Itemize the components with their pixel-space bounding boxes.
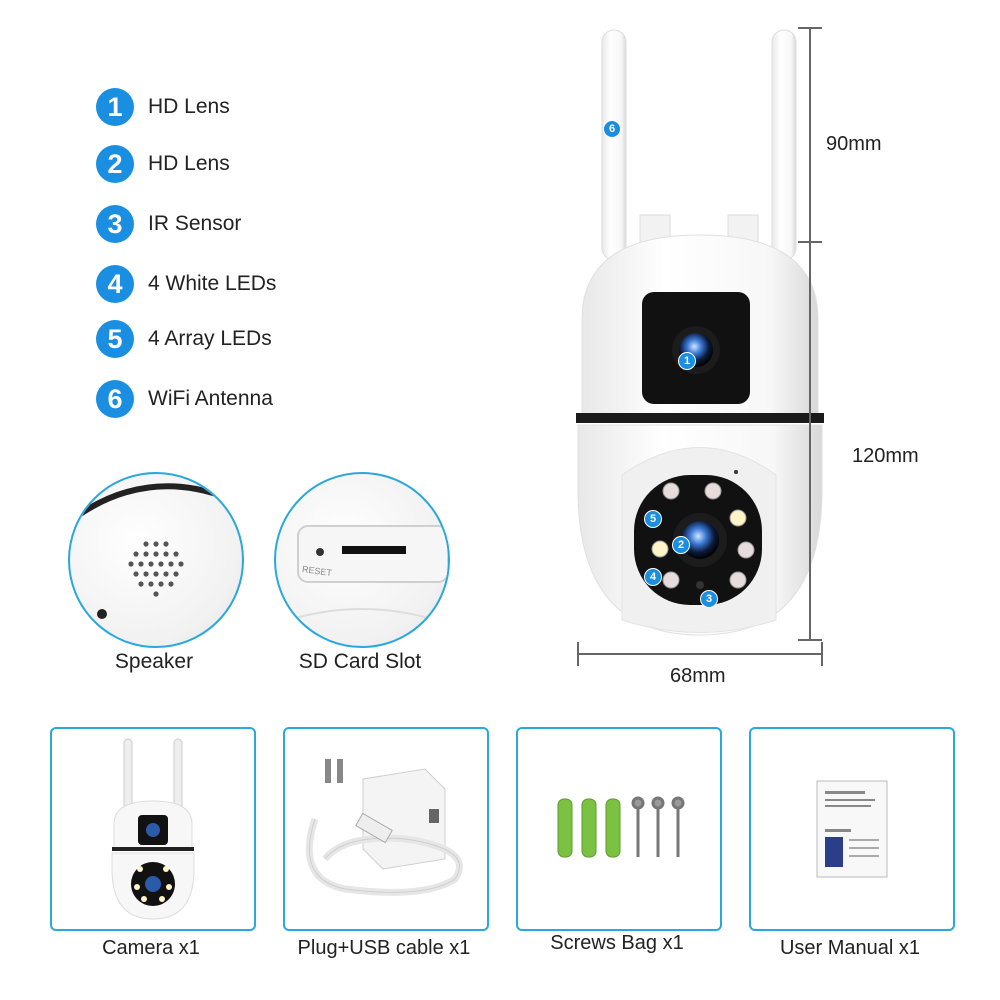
sd-card-slot-detail-image: RESET <box>274 472 450 648</box>
callout-bottom-lens-badge: 2 <box>672 536 690 554</box>
feature-label: HD Lens <box>148 152 230 175</box>
feature-item: 2 HD Lens <box>96 142 230 186</box>
antenna-height-label: 90mm <box>826 133 882 155</box>
speaker-grille-icon <box>78 483 242 619</box>
feature-number-badge: 5 <box>96 320 134 358</box>
feature-label: WiFi Antenna <box>148 387 273 410</box>
feature-item: 5 4 Array LEDs <box>96 317 272 361</box>
package-manual-box <box>749 727 955 931</box>
package-plug-box <box>283 727 489 931</box>
feature-number-badge: 2 <box>96 145 134 183</box>
feature-number-badge: 6 <box>96 380 134 418</box>
speaker-detail-image <box>68 472 244 648</box>
feature-item: 4 4 White LEDs <box>96 262 276 306</box>
sd-card-slot-caption: SD Card Slot <box>298 650 422 673</box>
package-camera-box <box>50 727 256 931</box>
screws-anchors-icon <box>557 796 685 858</box>
feature-label: HD Lens <box>148 95 230 118</box>
feature-label: 4 Array LEDs <box>148 327 272 350</box>
callout-white-led-badge: 4 <box>644 568 662 586</box>
package-camera-caption: Camera x1 <box>102 937 200 959</box>
package-screws-box <box>516 727 722 931</box>
feature-item: 6 WiFi Antenna <box>96 377 273 421</box>
dimension-lines <box>577 27 823 666</box>
feature-label: IR Sensor <box>148 212 242 235</box>
plug-usb-cable-icon <box>305 759 463 896</box>
package-screws-caption: Screws Bag x1 <box>550 932 684 954</box>
feature-item: 1 HD Lens <box>96 85 230 129</box>
callout-antenna-badge: 6 <box>603 120 621 138</box>
feature-number-badge: 1 <box>96 88 134 126</box>
mini-camera-icon <box>111 738 195 920</box>
feature-number-badge: 3 <box>96 205 134 243</box>
speaker-caption: Speaker <box>114 650 194 673</box>
feature-label: 4 White LEDs <box>148 272 277 295</box>
camera-illustration <box>576 29 824 636</box>
package-manual-caption: User Manual x1 <box>779 937 921 959</box>
callout-array-led-badge: 5 <box>644 510 662 528</box>
feature-number-badge: 4 <box>96 265 134 303</box>
width-label: 68mm <box>670 665 726 687</box>
camera-main-image: 6 1 2 3 4 5 <box>560 20 840 660</box>
user-manual-icon <box>816 780 888 878</box>
feature-item: 3 IR Sensor <box>96 202 241 246</box>
body-height-label: 120mm <box>852 445 919 467</box>
callout-top-lens-badge: 1 <box>678 352 696 370</box>
sd-card-slot-icon <box>276 525 448 625</box>
callout-ir-sensor-badge: 3 <box>700 590 718 608</box>
package-plug-caption: Plug+USB cable x1 <box>297 937 471 959</box>
